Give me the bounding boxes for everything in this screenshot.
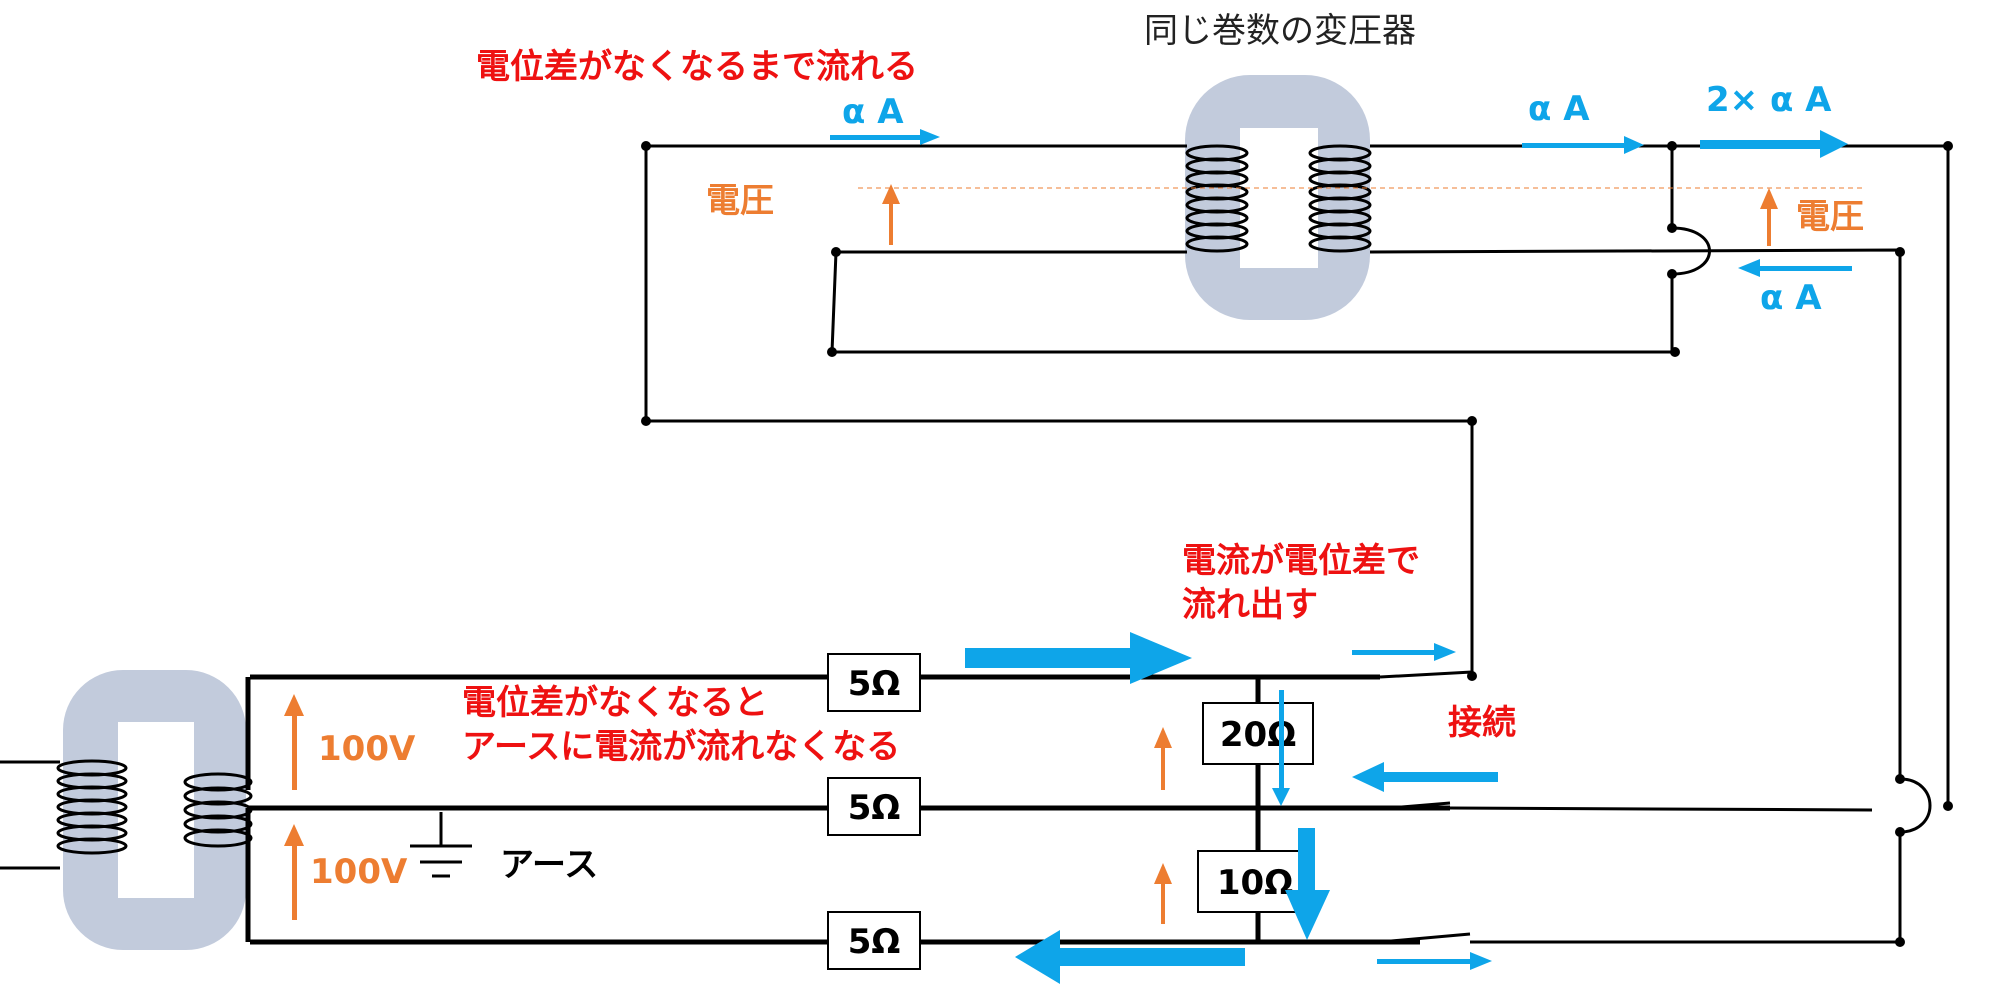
svg-text:5Ω: 5Ω xyxy=(848,664,901,704)
resistor-line-mid: 5Ω xyxy=(827,777,921,836)
source-primary-coil xyxy=(56,759,128,855)
voltage-label-upper: 100V xyxy=(318,729,416,769)
right-crossover xyxy=(1895,774,1953,947)
current-label-alpha-double: 2× α A xyxy=(1706,80,1832,120)
note-current-start-2: 流れ出す xyxy=(1182,585,1318,625)
voltage-label-lower: 100V xyxy=(310,852,408,892)
transformer-title: 同じ巻数の変圧器 xyxy=(1144,11,1416,51)
note-earth-stop-2: アースに電流が流れなくなる xyxy=(462,727,900,767)
voltage-arrow-top-left xyxy=(882,184,900,245)
current-arrow-bottom-right xyxy=(1377,952,1492,970)
voltage-arrow-load-upper xyxy=(1154,727,1172,790)
note-top-flow: 電位差がなくなるまで流れる xyxy=(476,47,918,87)
current-arrow-alpha-mid xyxy=(1522,136,1644,154)
secondary-coil xyxy=(1308,144,1372,253)
svg-text:20Ω: 20Ω xyxy=(1220,715,1296,755)
voltage-label-top-left: 電圧 xyxy=(706,181,774,221)
current-arrow-line-bottom-big xyxy=(1015,930,1245,984)
resistor-load-upper: 20Ω xyxy=(1202,702,1314,765)
current-label-alpha-left: α A xyxy=(842,92,904,132)
voltage-arrow-load-lower xyxy=(1154,863,1172,924)
primary-coil xyxy=(1185,144,1249,253)
current-label-alpha-mid: α A xyxy=(1528,89,1590,129)
isolation-transformer xyxy=(1185,75,1372,320)
voltage-label-top-right: 電圧 xyxy=(1796,197,1864,237)
current-arrow-to-switch xyxy=(1352,643,1456,661)
current-label-alpha-return: α A xyxy=(1760,278,1822,318)
svg-text:10Ω: 10Ω xyxy=(1217,863,1293,903)
current-arrow-load-lower-down xyxy=(1285,828,1330,940)
resistor-line-top: 5Ω xyxy=(827,653,921,712)
note-current-start-1: 電流が電位差で xyxy=(1182,541,1420,581)
source-transformer xyxy=(0,670,253,950)
current-arrow-alpha-left xyxy=(830,129,940,145)
svg-text:5Ω: 5Ω xyxy=(848,788,901,828)
current-arrow-neutral-return xyxy=(1352,762,1498,792)
earth-label: アース xyxy=(500,845,598,885)
top-circuit-nodes xyxy=(641,141,1953,426)
transformer-core-window xyxy=(1240,128,1318,268)
resistor-line-bottom: 5Ω xyxy=(827,911,921,970)
current-arrow-line-top-big xyxy=(965,632,1192,684)
voltage-arrow-top-right xyxy=(1760,188,1778,246)
earth-symbol xyxy=(410,812,472,878)
svg-text:5Ω: 5Ω xyxy=(848,922,901,962)
note-connect: 接続 xyxy=(1448,703,1516,743)
connection-switches xyxy=(1379,670,1900,944)
note-earth-stop-1: 電位差がなくなると xyxy=(462,683,768,723)
current-arrow-load-upper-down xyxy=(1272,690,1290,806)
current-arrow-alpha-double xyxy=(1700,130,1848,158)
voltage-arrow-lower xyxy=(284,824,304,920)
current-arrow-alpha-return xyxy=(1738,259,1852,277)
voltage-arrow-upper xyxy=(284,694,304,790)
source-transformer-window xyxy=(118,722,194,898)
